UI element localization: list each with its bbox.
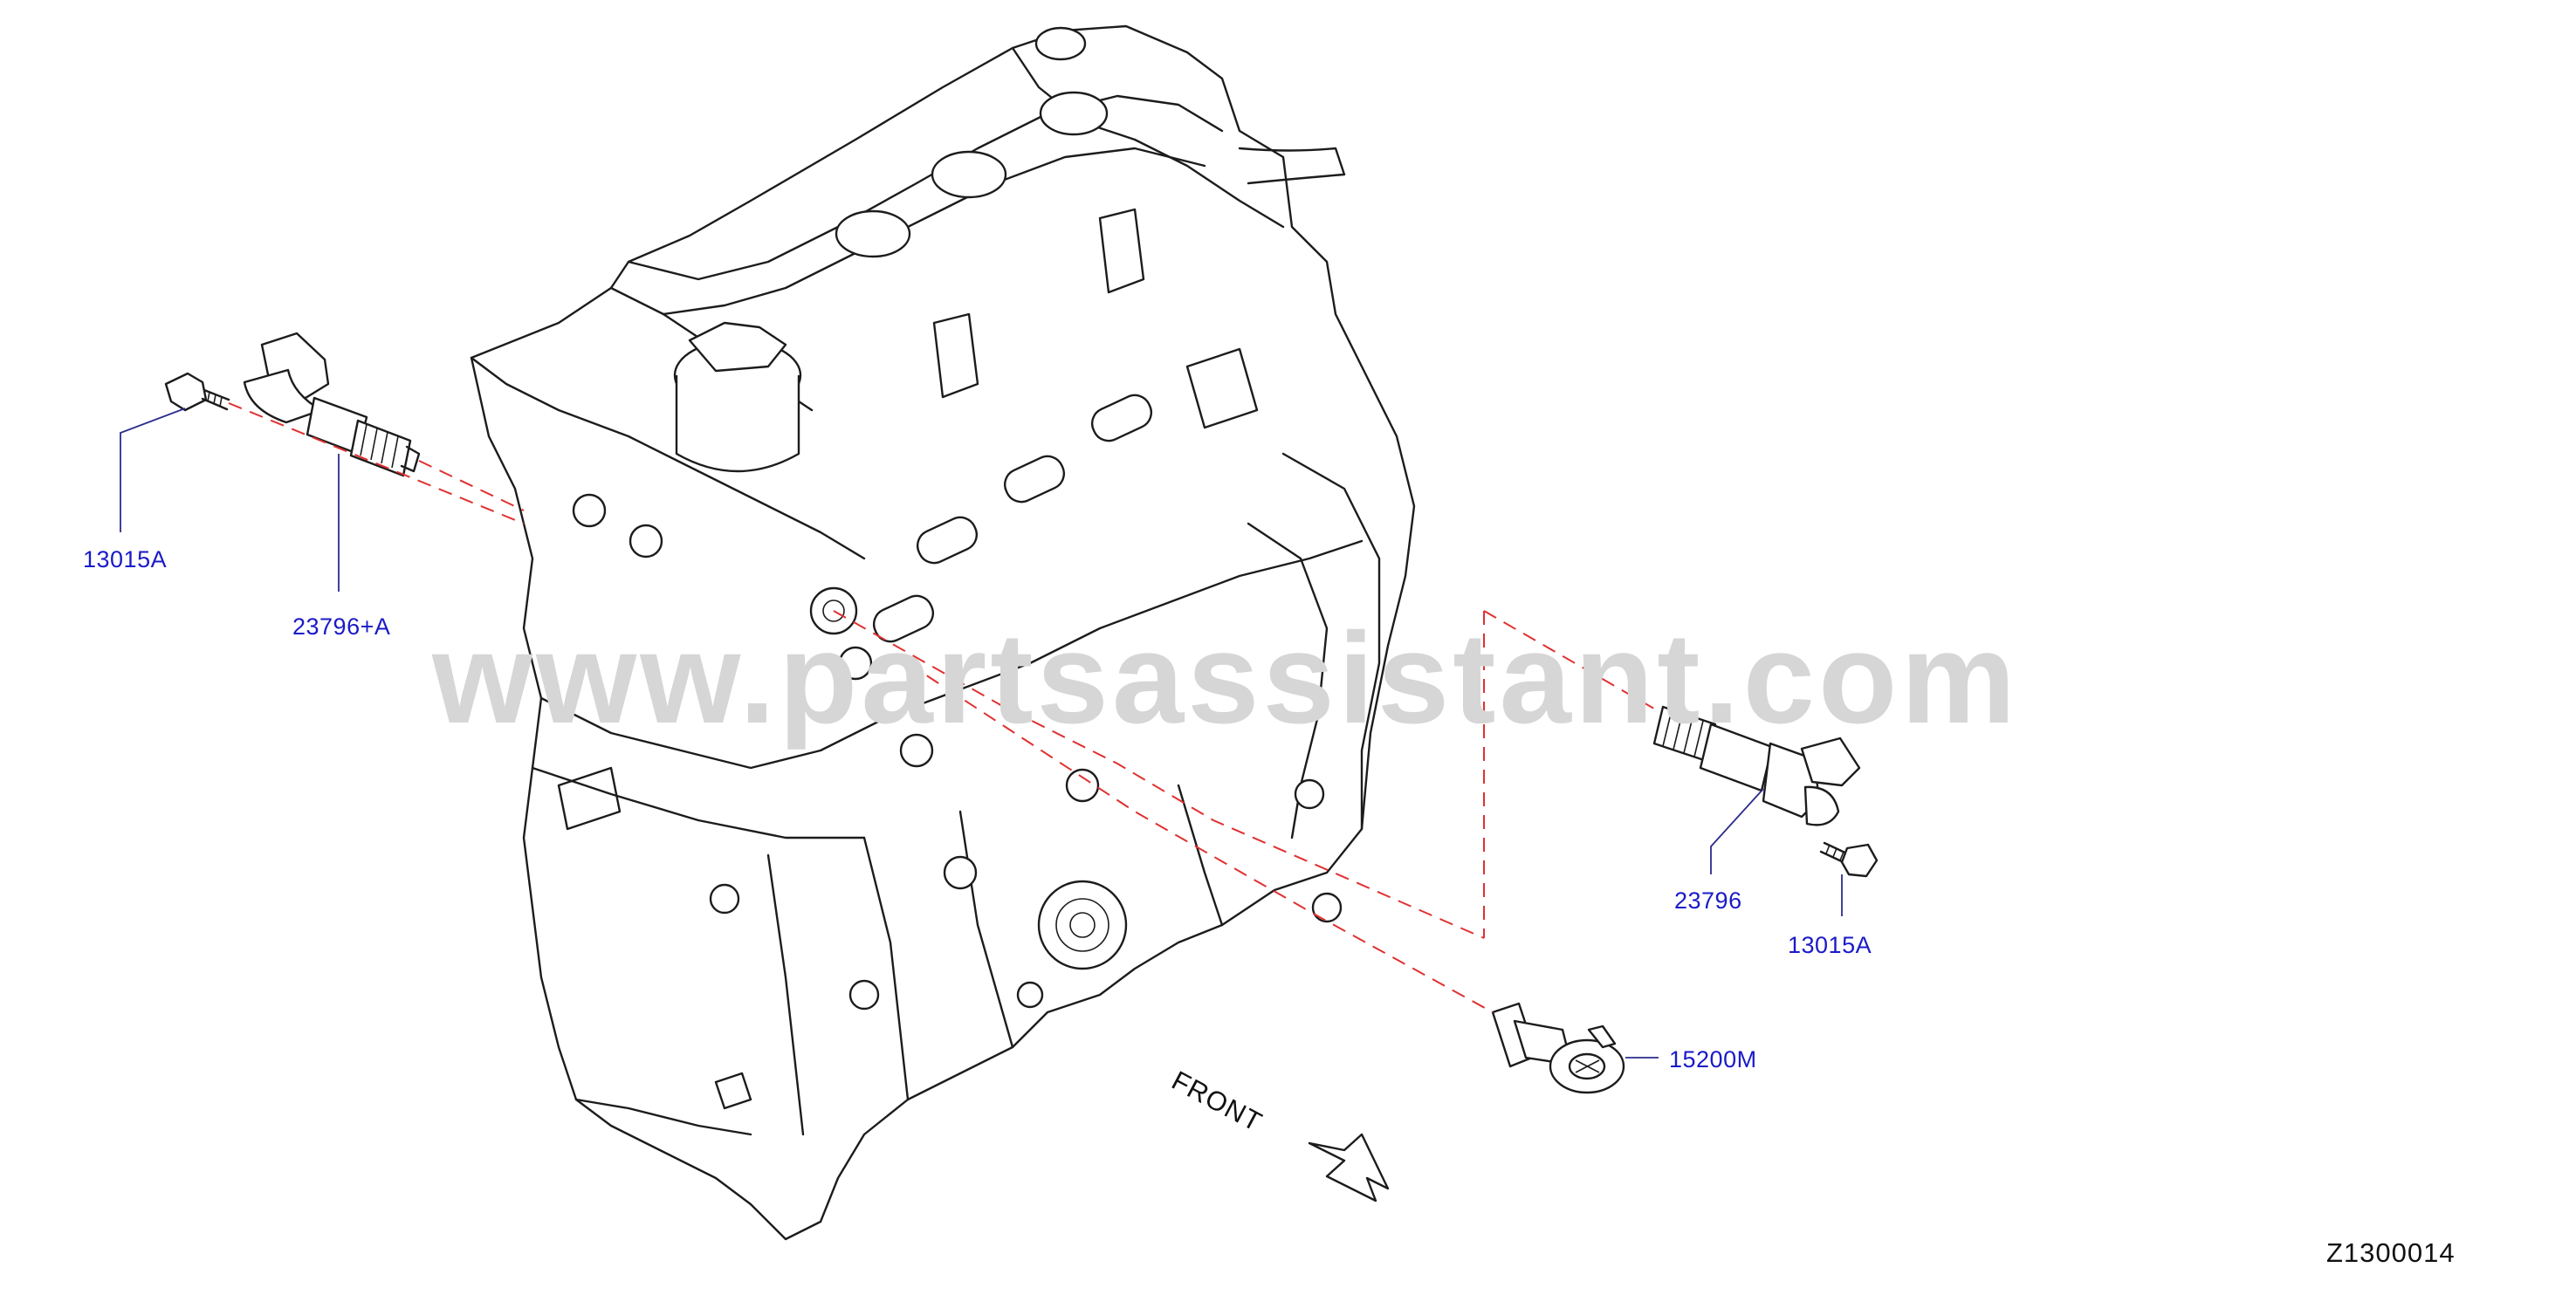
callout-solenoid-right[interactable]: 23796 <box>1674 887 1742 914</box>
bolt-right <box>1819 841 1879 878</box>
solenoid-valve-left <box>243 332 421 477</box>
engine-block <box>470 24 1416 1241</box>
solenoid-valve-right <box>1652 705 1861 826</box>
watermark: www.partsassistant.com <box>431 606 2019 750</box>
callout-bolt-left[interactable]: 13015A <box>83 546 167 572</box>
bolt-left <box>164 372 230 412</box>
front-direction-label: FRONT <box>1167 1065 1267 1137</box>
callout-filter[interactable]: 15200M <box>1669 1046 1757 1072</box>
front-arrow-icon <box>1308 1133 1390 1202</box>
alignment-lines <box>228 402 1659 1013</box>
callout-bolt-right[interactable]: 13015A <box>1788 932 1872 958</box>
leader-lines <box>120 408 1843 1059</box>
diagram-code: Z1300014 <box>2326 1237 2456 1268</box>
oil-filter-screen <box>1491 1002 1625 1094</box>
callout-solenoid-left[interactable]: 23796+A <box>292 613 390 640</box>
